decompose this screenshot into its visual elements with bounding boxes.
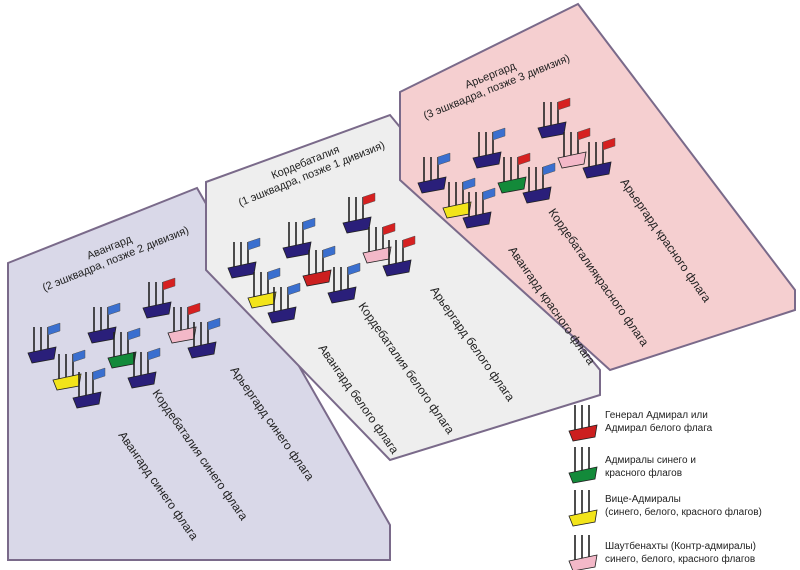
panel-middle: Кордебаталия (1 эшквадра, позже 1 дивизи… <box>205 113 601 462</box>
ship-icon <box>167 302 201 344</box>
legend-item-yellow: Вице-Адмиралы (синего, белого, красного … <box>568 490 762 527</box>
legend-item-pink: Шаутбенахты (Контр-адмиралы) синего, бел… <box>568 535 759 570</box>
legend-item-red: Генерал Адмирал или Адмирал белого флага <box>568 405 713 442</box>
ship-icon <box>537 97 571 139</box>
ship-icon <box>302 245 336 287</box>
ship-icon <box>342 192 376 234</box>
ship-icon <box>87 302 121 344</box>
panel-right: Арьергард (3 эшквадра, позже 3 дивизия) <box>399 2 796 372</box>
ship-icon <box>282 217 316 259</box>
legend-text-yellow: Вице-Адмиралы (синего, белого, красного … <box>605 494 762 518</box>
ship-icon <box>27 322 61 364</box>
legend-item-green: Адмиралы синего и красного флагов <box>568 447 699 484</box>
ship-icon <box>557 127 591 169</box>
ship-icon <box>442 177 476 219</box>
ship-icon <box>127 347 161 389</box>
legend: Генерал Адмирал или Адмирал белого флага… <box>568 405 762 570</box>
legend-text-red: Генерал Адмирал или Адмирал белого флага <box>605 410 713 434</box>
ship-icon <box>417 152 451 194</box>
ship-icon <box>267 282 301 324</box>
ship-icon <box>568 490 598 527</box>
legend-text-pink: Шаутбенахты (Контр-адмиралы) синего, бел… <box>605 540 759 565</box>
ship-icon <box>142 277 176 319</box>
legend-text-green: Адмиралы синего и красного флагов <box>605 455 699 479</box>
ship-icon <box>72 367 106 409</box>
ship-icon <box>52 349 86 391</box>
ship-icon <box>382 235 416 277</box>
ship-icon <box>568 535 598 570</box>
ship-icon <box>107 327 141 369</box>
ship-icons <box>27 97 616 409</box>
ship-icon <box>327 262 361 304</box>
ship-icon <box>497 152 531 194</box>
ship-icon <box>472 127 506 169</box>
ship-icon <box>462 187 496 229</box>
ship-icon <box>582 137 616 179</box>
ship-icon <box>522 162 556 204</box>
ship-icon <box>187 317 221 359</box>
ship-icon <box>568 405 598 442</box>
ship-icon <box>568 447 598 484</box>
